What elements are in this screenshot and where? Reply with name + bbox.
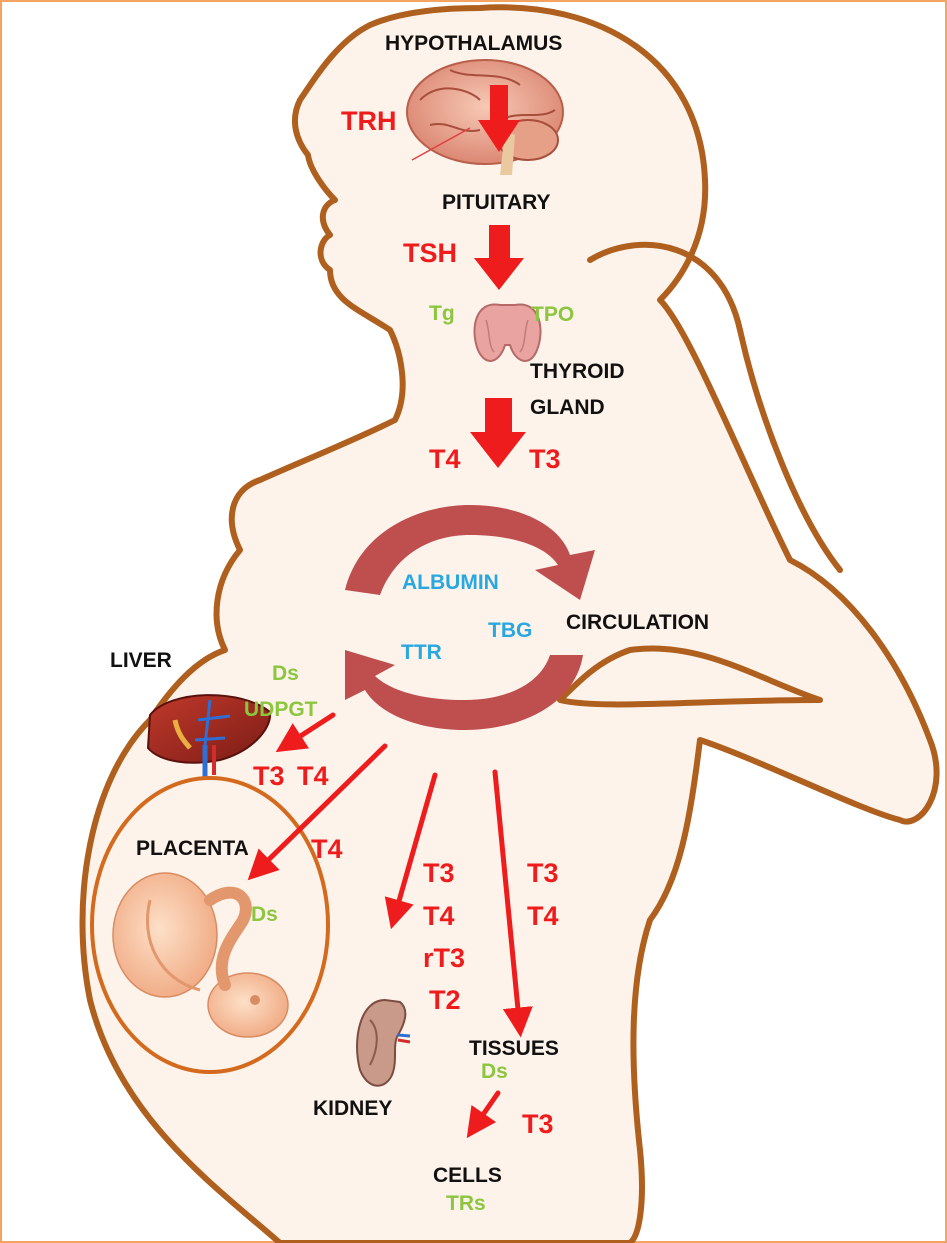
label-thyroid: THYROID: [530, 361, 625, 382]
label-tsh: TSH: [403, 240, 457, 267]
label-thyroid-t3: T3: [529, 446, 561, 473]
label-liver: LIVER: [110, 650, 172, 671]
label-hypothalamus: HYPOTHALAMUS: [385, 33, 562, 54]
label-gland: GLAND: [530, 397, 605, 418]
label-tg: Tg: [429, 303, 455, 324]
label-placenta-ds: Ds: [251, 904, 278, 925]
label-kidney-t4: T4: [423, 903, 455, 930]
label-kidney-t2: T2: [429, 987, 461, 1014]
label-trh: TRH: [341, 108, 397, 135]
label-tissues-t4: T4: [527, 903, 559, 930]
label-liver-ds: Ds: [272, 663, 299, 684]
label-liver-t3: T3: [253, 763, 285, 790]
label-ttr: TTR: [401, 642, 442, 663]
label-cells-trs: TRs: [446, 1193, 486, 1214]
label-tissues-t3: T3: [527, 860, 559, 887]
label-thyroid-t4: T4: [429, 446, 461, 473]
label-kidney-t3: T3: [423, 860, 455, 887]
label-placenta-t4: T4: [311, 836, 343, 863]
label-cells-t3: T3: [522, 1111, 554, 1138]
label-tpo: TPO: [531, 304, 574, 325]
label-placenta: PLACENTA: [136, 838, 249, 859]
label-kidney: KIDNEY: [313, 1098, 392, 1119]
label-kidney-rt3: rT3: [423, 945, 465, 972]
label-tissues: TISSUES: [469, 1038, 559, 1059]
label-cells: CELLS: [433, 1165, 502, 1186]
label-tissues-ds: Ds: [481, 1061, 508, 1082]
label-albumin: ALBUMIN: [402, 572, 499, 593]
label-pituitary: PITUITARY: [442, 192, 551, 213]
label-liver-t4: T4: [297, 763, 329, 790]
label-tbg: TBG: [488, 620, 532, 641]
label-circulation: CIRCULATION: [566, 612, 709, 633]
label-liver-udpgt: UDPGT: [244, 699, 318, 720]
